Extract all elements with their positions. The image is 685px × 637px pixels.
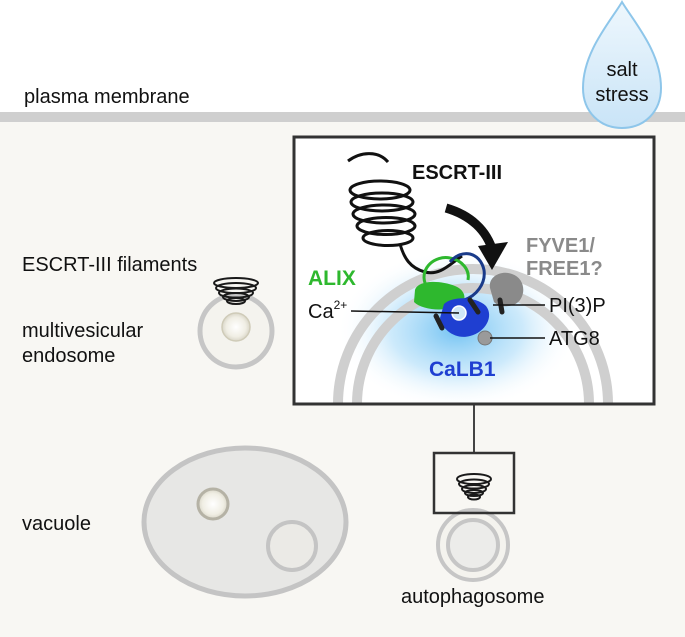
vacuole [141,445,349,599]
vacuole-vesicle-large [266,520,318,572]
autophagosome-inner-membrane [446,518,500,572]
fyve1-free1-protein-shape [489,272,524,307]
plasma-membrane [0,112,685,122]
mve-label-line1: multivesicular [22,320,143,342]
intraluminal-vesicle [221,312,251,342]
salt-label: salt [606,59,638,81]
escrt-iii-coil-icon [347,152,463,275]
stress-label: stress [595,84,648,106]
calb1-linker [448,252,486,302]
salt-droplet-icon [581,0,663,130]
plasma-membrane-label: plasma membrane [24,86,190,108]
escrt-filament-coil-small [213,277,259,305]
atg8-label: ATG8 [549,328,600,350]
recruitment-arrowhead-icon [478,242,508,270]
autophagosome-label: autophagosome [401,586,544,608]
inner-membrane-arc [352,283,594,403]
lipid-anchor-right [497,297,505,315]
lipid-anchor-mid [467,297,481,315]
pi3p-label: PI(3)P [549,295,606,317]
escrt-iii-label: ESCRT-III [412,162,502,184]
ca-leader-line [350,310,460,314]
escrt-filament-coil-autophagosome [456,473,492,501]
vacuole-label: vacuole [22,513,91,535]
vacuole-vesicle-small [196,487,230,521]
alix-label: ALIX [308,267,356,290]
calb1-label: CaLB1 [429,358,496,381]
zoom-inset-box [292,135,656,406]
fyve1-label-line1: FYVE1/ [526,235,595,257]
escrt-filaments-label: ESCRT-III filaments [22,254,197,276]
autophagosome-inset-box [432,451,516,515]
mve-label-line2: endosome [22,345,115,367]
outer-membrane-arc [333,264,613,403]
atg8-protein-shape [477,330,493,346]
alix-loop [422,256,470,284]
lipid-anchor-left [433,313,445,331]
fyve1-label-line2: FREE1? [526,258,603,280]
calcium-label: Ca2+ [308,298,347,323]
